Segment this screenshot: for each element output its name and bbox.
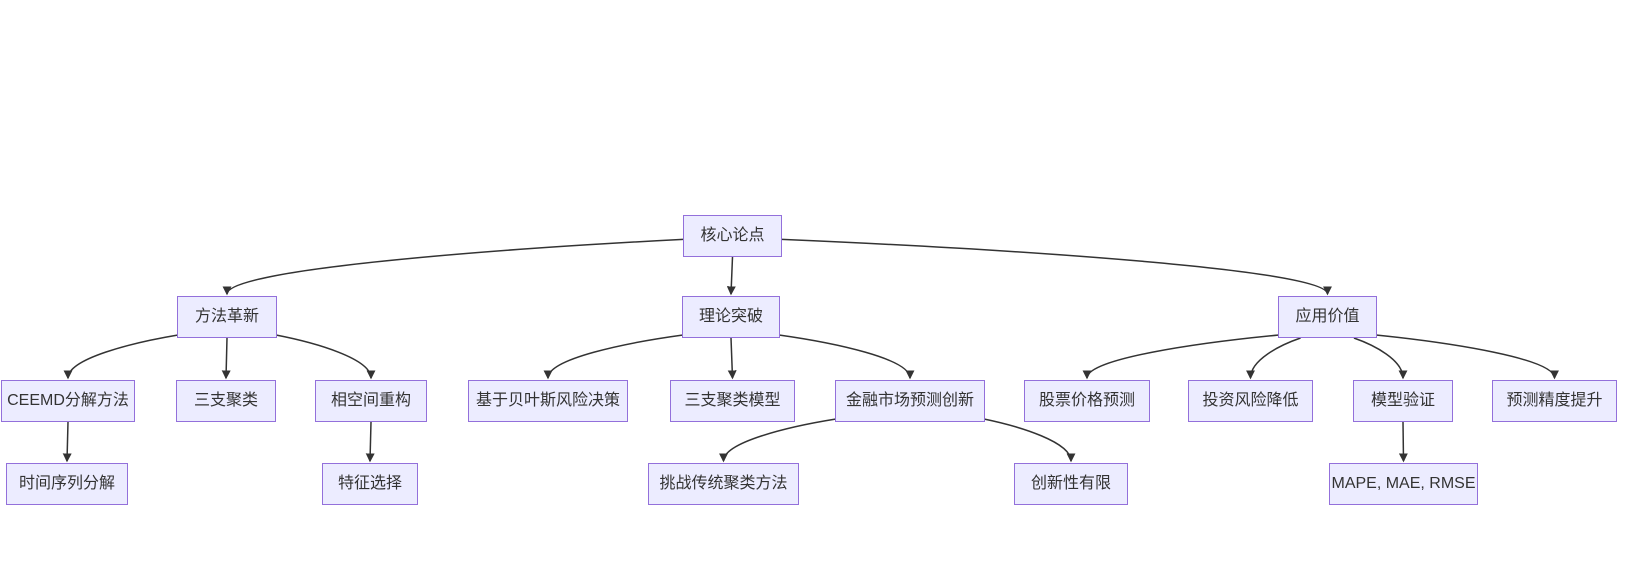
- flowchart-node-stock-price-prediction: 股票价格预测: [1024, 380, 1150, 422]
- flowchart-node-three-way-clustering-model: 三支聚类模型: [670, 380, 795, 422]
- node-label: 预测精度提升: [1506, 392, 1603, 410]
- edge-theory-breakthrough-to-financial-market-forecast-innovation: [778, 334, 915, 380]
- edge-application-value-to-forecast-accuracy-improvement: [1375, 334, 1559, 380]
- edge-group: [62, 238, 1559, 463]
- edge-core-thesis-to-method-innovation: [222, 238, 684, 296]
- edge-ceemd-decomposition-to-time-series-decomposition: [62, 421, 72, 463]
- node-label: 核心论点: [700, 227, 765, 245]
- flowchart-node-theory-breakthrough: 理论突破: [682, 296, 780, 338]
- edge-phase-space-reconstruction-to-feature-selection: [365, 421, 375, 463]
- node-label: 特征选择: [337, 475, 402, 493]
- node-label: 股票价格预测: [1038, 392, 1135, 410]
- flowchart-node-application-value: 应用价值: [1278, 296, 1377, 338]
- node-label: MAPE, MAE, RMSE: [1331, 475, 1476, 493]
- edge-theory-breakthrough-to-bayesian-risk-decision: [543, 334, 684, 380]
- flowchart-node-mape-mae-rmse: MAPE, MAE, RMSE: [1329, 463, 1478, 505]
- node-label: 创新性有限: [1030, 475, 1111, 493]
- node-label: 金融市场预测创新: [845, 392, 974, 410]
- node-label: CEEMD分解方法: [7, 392, 129, 410]
- node-label: 三支聚类模型: [684, 392, 781, 410]
- edge-theory-breakthrough-to-three-way-clustering-model: [727, 337, 737, 380]
- edge-application-value-to-investment-risk-reduction: [1246, 337, 1301, 380]
- node-label: 理论突破: [698, 308, 763, 326]
- flowchart-node-forecast-accuracy-improvement: 预测精度提升: [1492, 380, 1617, 422]
- edge-model-validation-to-mape-mae-rmse: [1398, 421, 1408, 463]
- flowchart-node-limited-novelty: 创新性有限: [1014, 463, 1128, 505]
- node-label: 应用价值: [1295, 308, 1360, 326]
- node-label: 方法革新: [194, 308, 259, 326]
- edge-method-innovation-to-ceemd-decomposition: [63, 334, 179, 380]
- edge-core-thesis-to-theory-breakthrough: [726, 256, 736, 296]
- node-label: 三支聚类: [193, 392, 258, 410]
- flowchart-node-time-series-decomposition: 时间序列分解: [6, 463, 128, 505]
- node-label: 投资风险降低: [1202, 392, 1299, 410]
- node-label: 挑战传统聚类方法: [659, 475, 788, 493]
- flowchart-node-financial-market-forecast-innovation: 金融市场预测创新: [835, 380, 985, 422]
- edge-financial-market-forecast-innovation-to-challenge-traditional-clustering: [719, 418, 837, 463]
- node-label: 基于贝叶斯风险决策: [475, 392, 620, 410]
- flowchart-node-model-validation: 模型验证: [1353, 380, 1453, 422]
- edge-core-thesis-to-application-value: [781, 238, 1332, 296]
- edge-financial-market-forecast-innovation-to-limited-novelty: [983, 418, 1076, 463]
- flowchart-node-phase-space-reconstruction: 相空间重构: [315, 380, 427, 422]
- flowchart-node-method-innovation: 方法革新: [177, 296, 277, 338]
- flowchart-node-challenge-traditional-clustering: 挑战传统聚类方法: [648, 463, 799, 505]
- edge-method-innovation-to-three-way-clustering: [221, 337, 231, 380]
- flowchart-node-three-way-clustering: 三支聚类: [176, 380, 276, 422]
- node-label: 模型验证: [1370, 392, 1435, 410]
- flowchart-node-investment-risk-reduction: 投资风险降低: [1188, 380, 1313, 422]
- edge-method-innovation-to-phase-space-reconstruction: [275, 334, 376, 380]
- flowchart-node-ceemd-decomposition: CEEMD分解方法: [1, 380, 135, 422]
- node-label: 时间序列分解: [18, 475, 115, 493]
- flowchart-node-bayesian-risk-decision: 基于贝叶斯风险决策: [468, 380, 628, 422]
- edge-application-value-to-stock-price-prediction: [1082, 334, 1280, 380]
- edge-application-value-to-model-validation: [1353, 337, 1408, 380]
- flowchart-node-feature-selection: 特征选择: [322, 463, 418, 505]
- node-label: 相空间重构: [330, 392, 411, 410]
- flowchart-node-core-thesis: 核心论点: [683, 215, 782, 257]
